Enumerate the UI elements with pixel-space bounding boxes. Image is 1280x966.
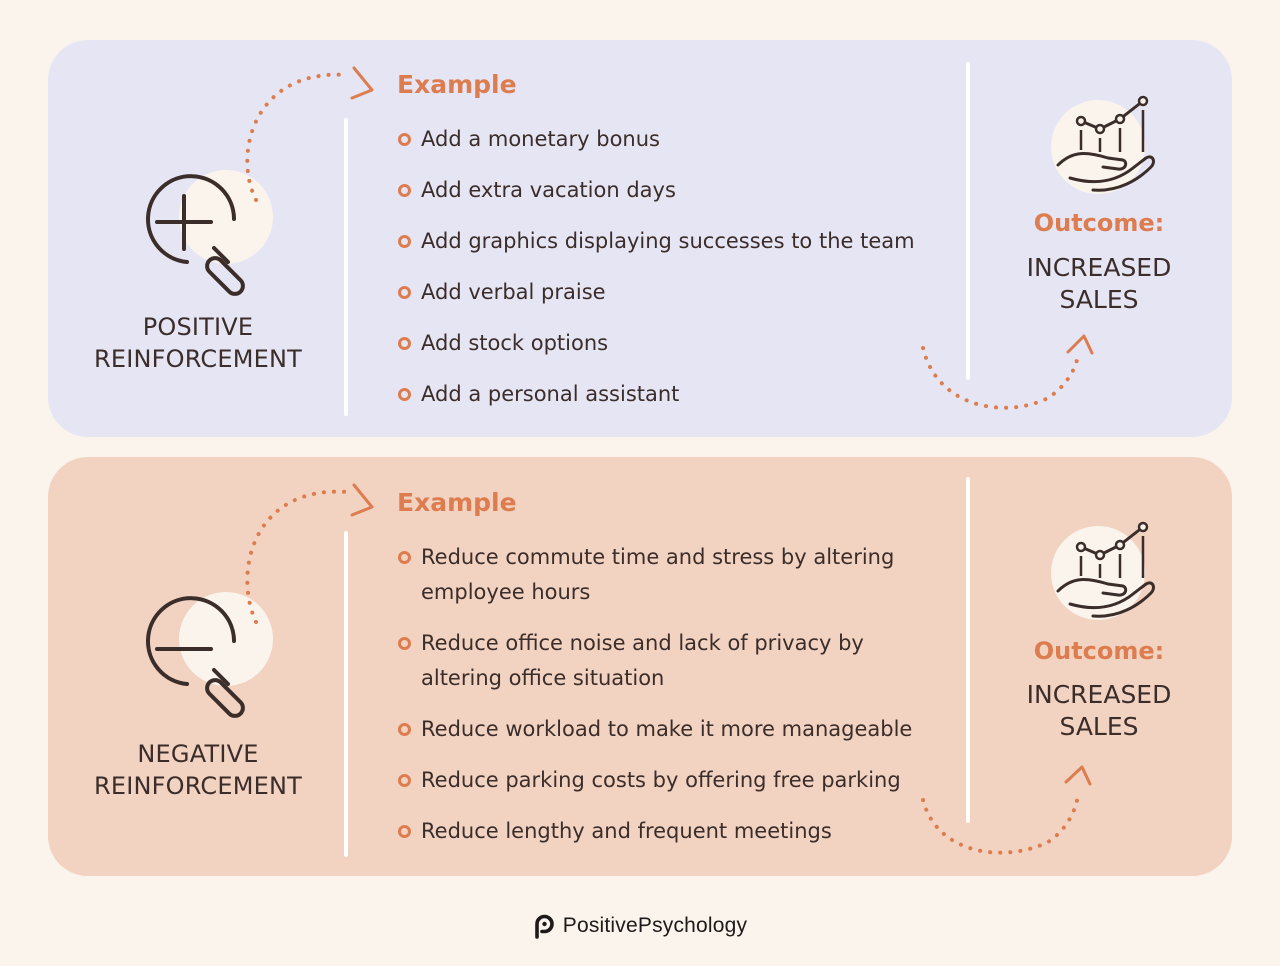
- negative-panel-graphics: [146, 483, 1155, 855]
- negative-label-line2: REINFORCEMENT: [93, 772, 303, 800]
- list-item: Reduce lengthy and frequent meetings: [397, 814, 937, 849]
- negative-reinforcement-panel: NEGATIVE REINFORCEMENT Example Reduce co…: [48, 457, 1232, 876]
- bullet-dot-icon: [398, 723, 411, 736]
- magnifier-plus-icon: [146, 170, 273, 296]
- positive-label-line2: REINFORCEMENT: [93, 345, 303, 373]
- list-item: Reduce parking costs by offering free pa…: [397, 763, 937, 798]
- list-item: Add verbal praise: [397, 275, 937, 310]
- bullet-dot-icon: [398, 388, 411, 401]
- bullet-dot-icon: [398, 184, 411, 197]
- positive-outcome-line2: SALES: [1059, 285, 1139, 314]
- bullet-dot-icon: [398, 637, 411, 650]
- positive-right-divider: [966, 62, 970, 380]
- negative-right-divider: [966, 477, 970, 823]
- bullet-dot-icon: [398, 551, 411, 564]
- bullet-dot-icon: [398, 286, 411, 299]
- footer-brand: PositivePsychology: [0, 906, 1280, 946]
- positive-reinforcement-panel: POSITIVE REINFORCEMENT Example Add a mon…: [48, 40, 1232, 437]
- positive-panel-graphics: [146, 66, 1155, 410]
- positivepsychology-logo-icon: [534, 914, 554, 939]
- negative-example-list: Reduce commute time and stress by alteri…: [397, 540, 937, 849]
- dotted-arrow-to-outcome: [921, 334, 1094, 410]
- positive-outcome-line1: INCREASED: [1026, 253, 1172, 282]
- list-item: Add graphics displaying successes to the…: [397, 224, 937, 259]
- positive-outcome-title: Outcome:: [1033, 209, 1165, 237]
- brand-name: PositivePsychology: [562, 914, 748, 937]
- positive-example-list: Add a monetary bonus Add extra vacation …: [397, 122, 937, 412]
- list-item: Reduce workload to make it more manageab…: [397, 712, 937, 747]
- positive-outcome-value: INCREASED SALES: [979, 252, 1219, 316]
- bullet-dot-icon: [398, 337, 411, 350]
- bullet-dot-icon: [398, 825, 411, 838]
- negative-outcome-line1: INCREASED: [1026, 680, 1172, 709]
- negative-outcome-value: INCREASED SALES: [979, 679, 1219, 743]
- dotted-arrow-to-outcome: [921, 765, 1092, 855]
- bullet-dot-icon: [398, 133, 411, 146]
- list-item: Reduce commute time and stress by alteri…: [397, 540, 937, 610]
- bullet-dot-icon: [398, 774, 411, 787]
- list-item: Add a monetary bonus: [397, 122, 937, 157]
- positive-label-line1: POSITIVE: [142, 313, 254, 341]
- positive-left-divider: [344, 118, 348, 416]
- negative-label-line1: NEGATIVE: [137, 740, 259, 768]
- positive-example-heading: Example: [397, 70, 517, 99]
- growth-chart-hand-icon: [1051, 95, 1155, 194]
- list-item: Add stock options: [397, 326, 937, 361]
- negative-example-heading: Example: [397, 488, 517, 517]
- negative-outcome-title: Outcome:: [1033, 637, 1165, 665]
- negative-left-divider: [344, 531, 348, 857]
- bullet-dot-icon: [398, 235, 411, 248]
- negative-reinforcement-label: NEGATIVE REINFORCEMENT: [48, 738, 348, 802]
- magnifier-minus-icon: [146, 592, 273, 718]
- list-item: Add extra vacation days: [397, 173, 937, 208]
- negative-outcome-line2: SALES: [1059, 712, 1139, 741]
- list-item: Add a personal assistant: [397, 377, 937, 412]
- positive-reinforcement-label: POSITIVE REINFORCEMENT: [48, 311, 348, 375]
- growth-chart-hand-icon: [1051, 521, 1155, 620]
- dotted-arrow-to-examples: [245, 66, 374, 202]
- dotted-arrow-to-examples: [245, 483, 374, 624]
- list-item: Reduce office noise and lack of privacy …: [397, 626, 937, 696]
